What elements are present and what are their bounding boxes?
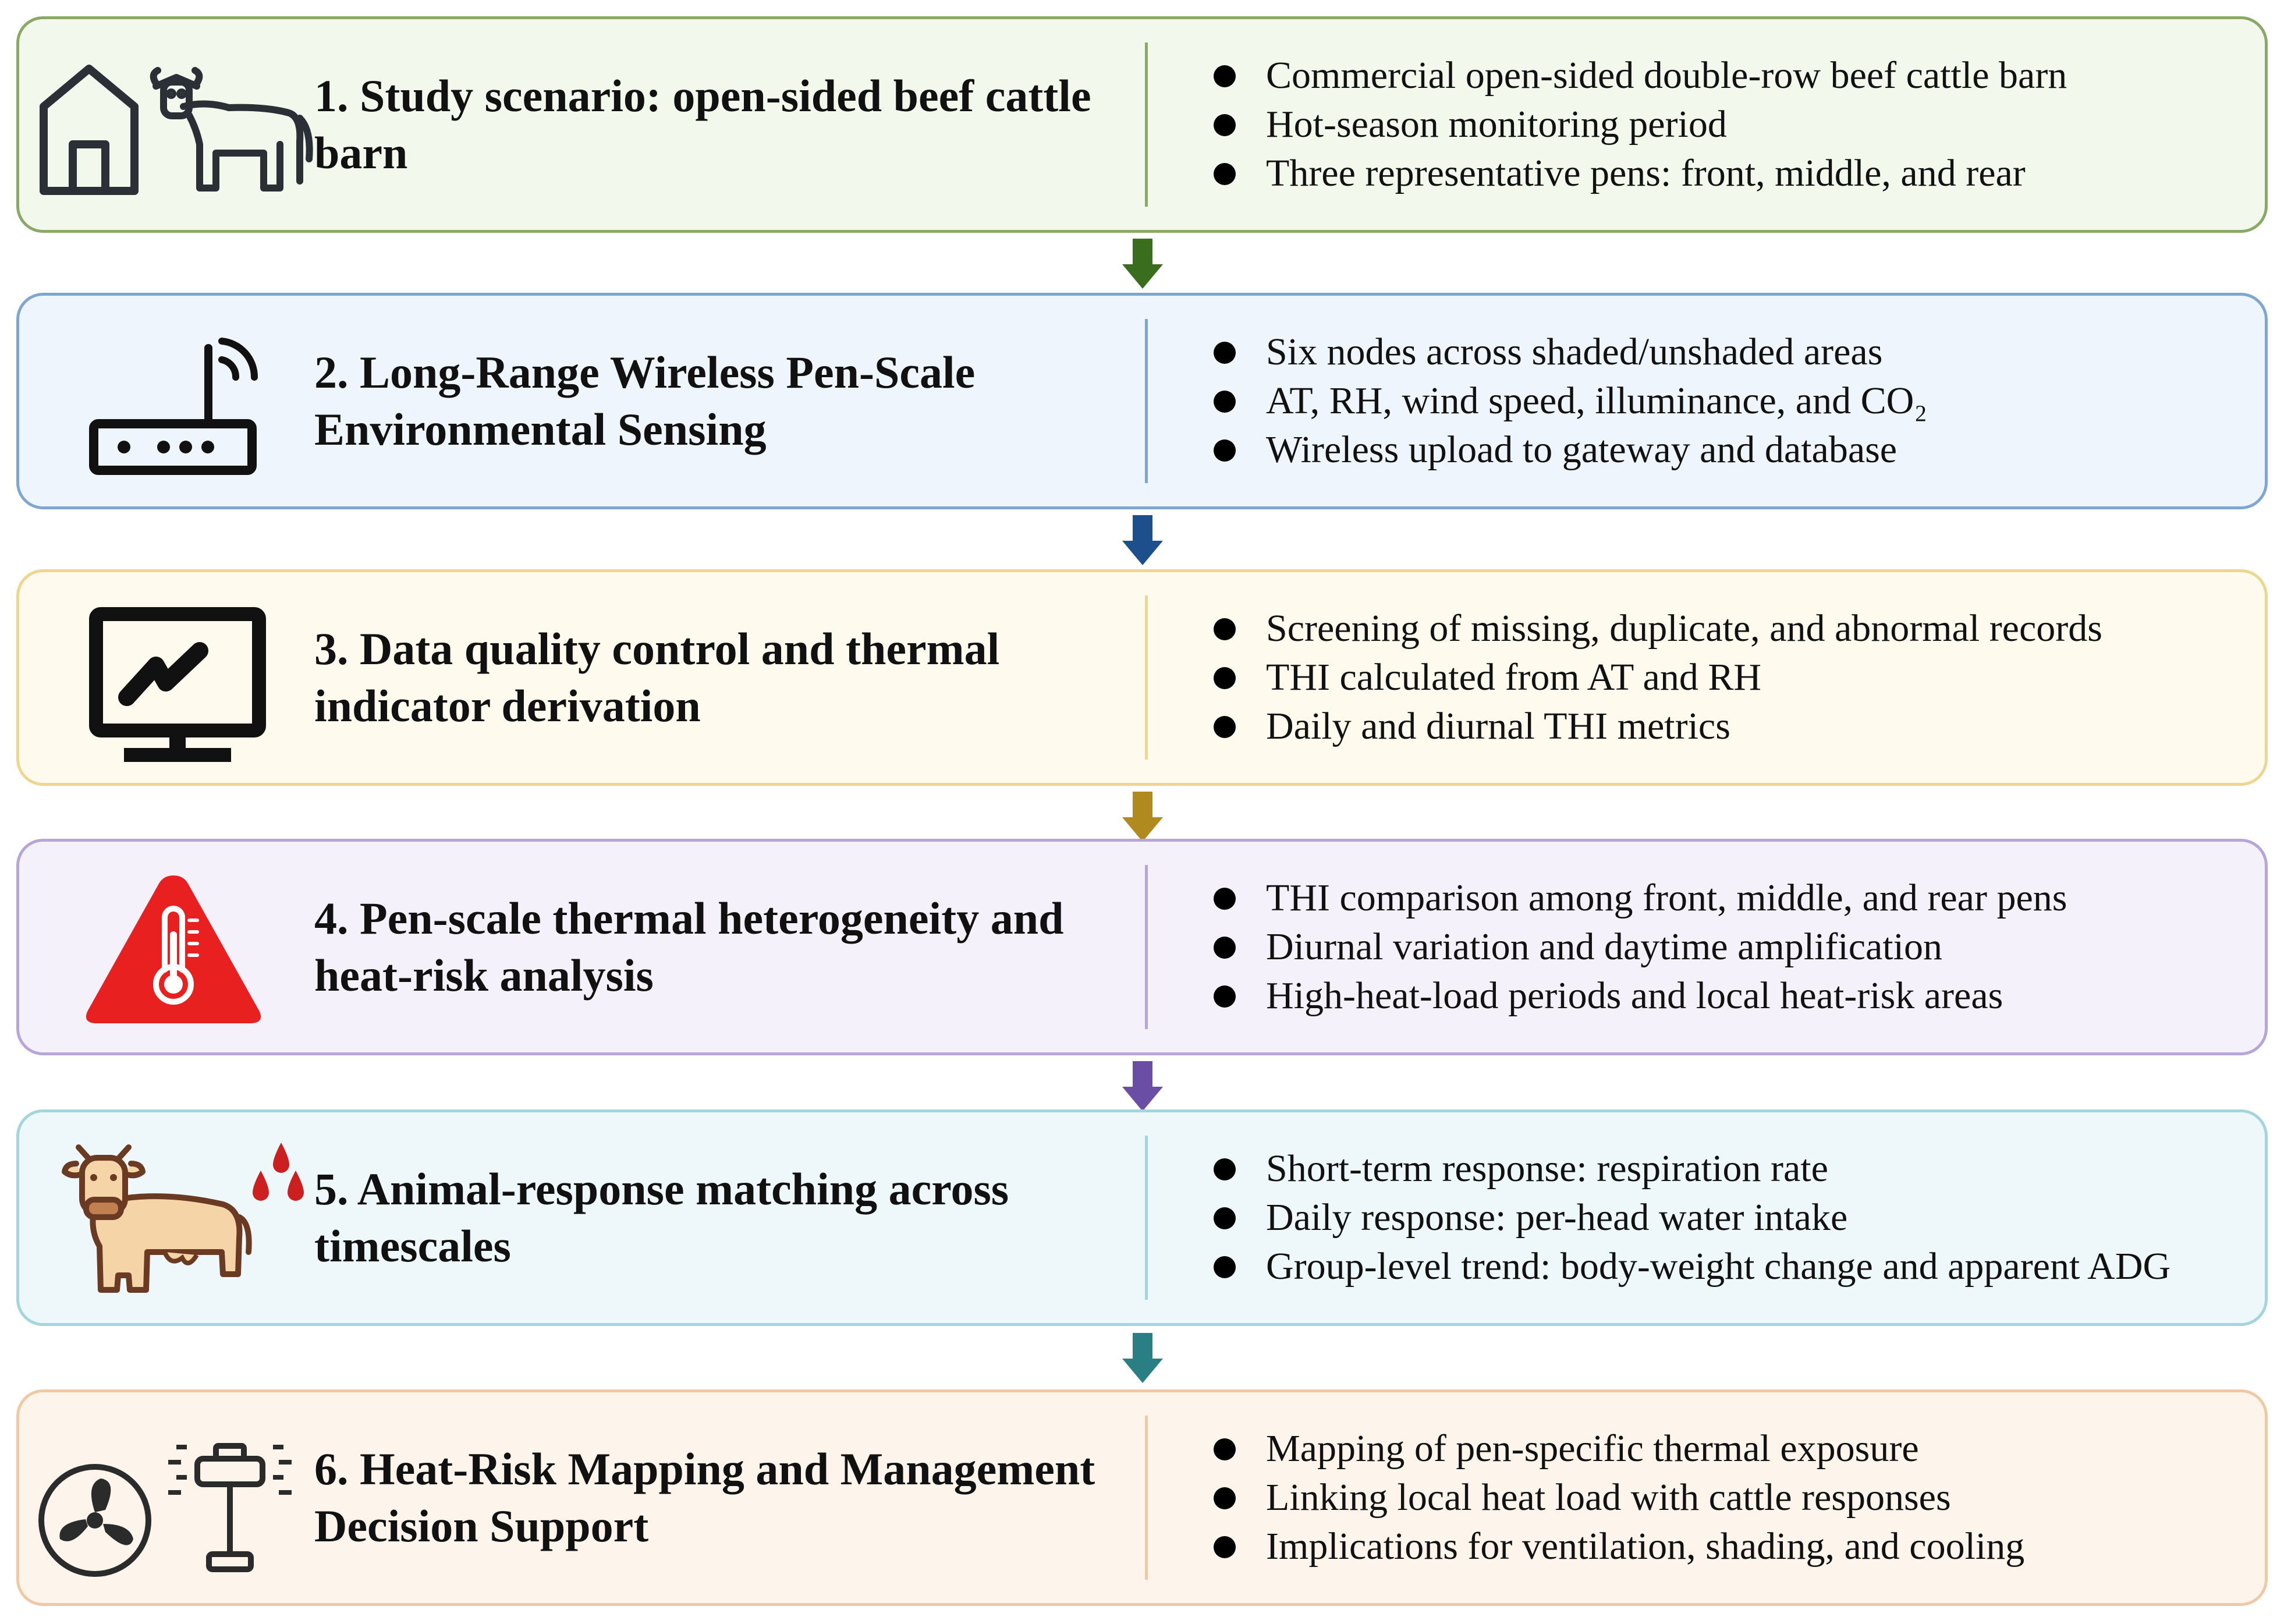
list-item: Commercial open-sided double-row beef ca… <box>1201 51 2067 100</box>
step-2-divider <box>1145 319 1148 483</box>
list-item: THI comparison among front, middle, and … <box>1201 874 2067 923</box>
list-item: High-heat-load periods and local heat-ri… <box>1201 971 2067 1020</box>
step-6-bullets: Mapping of pen-specific thermal exposure… <box>1201 1424 2024 1571</box>
sweating-cow-icon <box>62 1143 304 1293</box>
monitor-chart-icon <box>89 607 266 762</box>
step-3-icons <box>31 595 322 764</box>
list-item: Mapping of pen-specific thermal exposure <box>1201 1424 2024 1473</box>
step-6-icons <box>31 1416 322 1584</box>
flow-arrow-4 <box>1122 1061 1163 1111</box>
list-item: Daily and diurnal THI metrics <box>1201 702 2102 751</box>
step-1-icons <box>31 42 322 211</box>
step-1-card: 1. Study scenario: open-sided beef cattl… <box>16 16 2268 233</box>
cow-icon <box>150 67 313 192</box>
list-item: Linking local heat load with cattle resp… <box>1201 1473 2024 1522</box>
step-6-card: 6. Heat-Risk Mapping and Management Deci… <box>16 1389 2268 1606</box>
step-2-card: 2. Long-Range Wireless Pen-Scale Environ… <box>16 293 2268 509</box>
step-1-bullets: Commercial open-sided double-row beef ca… <box>1201 51 2067 198</box>
step-5-card: 5. Animal-response matching across times… <box>16 1109 2268 1326</box>
step-4-title: 4. Pen-scale thermal heterogeneity and h… <box>314 893 1064 1001</box>
step-6-divider <box>1145 1416 1148 1580</box>
list-item: Three representative pens: front, middle… <box>1201 149 2067 198</box>
list-item: Implications for ventilation, shading, a… <box>1201 1522 2024 1571</box>
step-3-bullets: Screening of missing, duplicate, and abn… <box>1201 604 2102 751</box>
step-2-title: 2. Long-Range Wireless Pen-Scale Environ… <box>314 347 976 455</box>
flow-arrow-1 <box>1122 239 1163 289</box>
flow-arrow-3 <box>1122 792 1163 842</box>
list-item: Short-term response: respiration rate <box>1201 1144 2170 1193</box>
list-item: Diurnal variation and daytime amplificat… <box>1201 923 2067 971</box>
step-4-card: 4. Pen-scale thermal heterogeneity and h… <box>16 839 2268 1055</box>
step-5-title: 5. Animal-response matching across times… <box>314 1164 1009 1271</box>
step-3-card: 3. Data quality control and thermal indi… <box>16 569 2268 786</box>
step-4-bullets: THI comparison among front, middle, and … <box>1201 874 2067 1020</box>
step-1-divider <box>1145 42 1148 207</box>
step-4-divider <box>1145 865 1148 1029</box>
list-item: Daily response: per-head water intake <box>1201 1193 2170 1242</box>
list-item: THI calculated from AT and RH <box>1201 653 2102 702</box>
house-cow-icons <box>40 65 313 195</box>
flow-arrow-5 <box>1122 1333 1163 1383</box>
step-5-bullets: Short-term response: respiration rate Da… <box>1201 1144 2170 1291</box>
fan-icon <box>38 1464 151 1577</box>
step-2-bullets: Six nodes across shaded/unshaded areas A… <box>1201 328 1927 474</box>
step-5-icons <box>31 1136 322 1304</box>
step-4-icons <box>31 865 322 1034</box>
step-5-divider <box>1145 1136 1148 1300</box>
step-3-divider <box>1145 595 1148 760</box>
list-item: Hot-season monitoring period <box>1201 100 2067 149</box>
list-item: Wireless upload to gateway and database <box>1201 425 1927 474</box>
wireless-router-icon <box>89 338 258 475</box>
step-6-title: 6. Heat-Risk Mapping and Management Deci… <box>314 1444 1095 1551</box>
list-item: Screening of missing, duplicate, and abn… <box>1201 604 2102 653</box>
house-icon <box>40 65 139 195</box>
step-2-icons <box>31 319 322 488</box>
sprinkler-icon <box>194 1443 265 1572</box>
list-item: AT, RH, wind speed, illuminance, and CO₂ <box>1201 377 1927 425</box>
list-item: Six nodes across shaded/unshaded areas <box>1201 328 1927 377</box>
flow-arrow-2 <box>1122 515 1163 565</box>
step-3-title: 3. Data quality control and thermal indi… <box>314 623 1000 731</box>
step-1-title: 1. Study scenario: open-sided beef cattl… <box>314 70 1091 178</box>
heat-warning-icon <box>86 875 261 1023</box>
list-item: Group-level trend: body-weight change an… <box>1201 1242 2170 1291</box>
fan-sprinkler-icons <box>38 1443 292 1577</box>
